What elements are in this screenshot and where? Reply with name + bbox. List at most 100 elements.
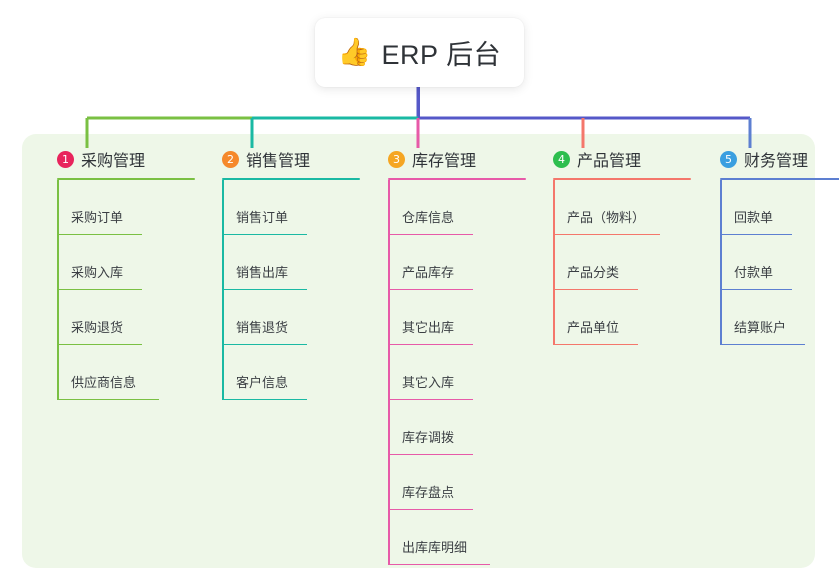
leaf-underline bbox=[222, 343, 307, 345]
branch-number-badge: 3 bbox=[388, 150, 405, 168]
thumbs-up-icon: 👍 bbox=[337, 37, 372, 67]
leaf-stem bbox=[720, 235, 722, 290]
branch-title: 销售管理 bbox=[246, 153, 311, 170]
leaf-label: 产品单位 bbox=[567, 320, 620, 335]
leaf-stem bbox=[57, 180, 59, 235]
branch-number-badge: 4 bbox=[553, 150, 570, 168]
leaf-item[interactable]: 销售退货 bbox=[205, 290, 355, 345]
leaf-label: 销售退货 bbox=[236, 320, 289, 335]
leaf-label: 产品分类 bbox=[567, 265, 620, 280]
leaf-underline bbox=[720, 343, 805, 345]
leaf-underline bbox=[388, 508, 473, 510]
leaf-item[interactable]: 销售出库 bbox=[205, 235, 355, 290]
leaf-underline bbox=[57, 343, 142, 345]
leaf-label: 采购订单 bbox=[71, 210, 124, 225]
root-title: ERP 后台 bbox=[381, 40, 502, 70]
leaf-underline bbox=[222, 288, 307, 290]
leaf-item[interactable]: 仓库信息 bbox=[371, 180, 521, 235]
leaf-label: 结算账户 bbox=[734, 320, 787, 335]
leaf-label: 产品库存 bbox=[402, 265, 455, 280]
leaf-underline bbox=[222, 233, 307, 235]
leaf-label: 库存盘点 bbox=[402, 485, 455, 500]
branch-header-4[interactable]: 4 产品管理 bbox=[536, 146, 686, 172]
leaf-underline bbox=[388, 233, 473, 235]
branch-items: 采购订单采购入库采购退货供应商信息 bbox=[40, 180, 190, 400]
branch-items: 仓库信息产品库存其它出库其它入库库存调拨库存盘点出库库明细 bbox=[371, 180, 521, 565]
leaf-underline bbox=[57, 288, 142, 290]
leaf-item[interactable]: 结算账户 bbox=[703, 290, 839, 345]
leaf-label: 其它出库 bbox=[402, 320, 455, 335]
leaf-stem bbox=[388, 400, 390, 455]
leaf-item[interactable]: 采购入库 bbox=[40, 235, 190, 290]
branch-underline bbox=[388, 178, 526, 180]
leaf-stem bbox=[720, 180, 722, 235]
leaf-item[interactable]: 采购订单 bbox=[40, 180, 190, 235]
branch-column-4: 4 产品管理产品（物料） 产品分类产品单位 bbox=[536, 146, 691, 345]
leaf-label: 付款单 bbox=[734, 265, 774, 280]
leaf-stem bbox=[553, 290, 555, 345]
leaf-item[interactable]: 其它入库 bbox=[371, 345, 521, 400]
leaf-stem bbox=[222, 290, 224, 345]
leaf-stem bbox=[388, 345, 390, 400]
leaf-label: 销售订单 bbox=[236, 210, 289, 225]
branch-title: 产品管理 bbox=[577, 153, 642, 170]
leaf-item[interactable]: 供应商信息 bbox=[40, 345, 190, 400]
root-node[interactable]: 👍 ERP 后台 bbox=[315, 18, 524, 87]
leaf-label: 供应商信息 bbox=[71, 375, 137, 390]
leaf-item[interactable]: 付款单 bbox=[703, 235, 839, 290]
leaf-label: 仓库信息 bbox=[402, 210, 455, 225]
leaf-label: 客户信息 bbox=[236, 375, 289, 390]
leaf-item[interactable]: 产品单位 bbox=[536, 290, 686, 345]
leaf-underline bbox=[388, 453, 473, 455]
branch-title: 财务管理 bbox=[744, 153, 809, 170]
leaf-stem bbox=[57, 235, 59, 290]
diagram-panel bbox=[22, 134, 815, 568]
leaf-label: 库存调拨 bbox=[402, 430, 455, 445]
leaf-item[interactable]: 采购退货 bbox=[40, 290, 190, 345]
branch-number-badge: 5 bbox=[720, 150, 737, 168]
leaf-underline bbox=[553, 233, 660, 235]
leaf-item[interactable]: 回款单 bbox=[703, 180, 839, 235]
leaf-stem bbox=[720, 290, 722, 345]
leaf-item[interactable]: 库存盘点 bbox=[371, 455, 521, 510]
leaf-item[interactable]: 销售订单 bbox=[205, 180, 355, 235]
leaf-underline bbox=[553, 343, 638, 345]
branch-underline bbox=[720, 178, 839, 180]
leaf-stem bbox=[388, 455, 390, 510]
leaf-stem bbox=[222, 345, 224, 400]
leaf-stem bbox=[388, 180, 390, 235]
leaf-underline bbox=[222, 398, 307, 400]
leaf-item[interactable]: 出库库明细 bbox=[371, 510, 521, 565]
branch-items: 产品（物料） 产品分类产品单位 bbox=[536, 180, 686, 345]
leaf-underline bbox=[553, 288, 638, 290]
branch-underline bbox=[57, 178, 195, 180]
leaf-item[interactable]: 库存调拨 bbox=[371, 400, 521, 455]
leaf-label: 产品（物料） bbox=[567, 210, 646, 225]
leaf-label: 采购退货 bbox=[71, 320, 124, 335]
leaf-item[interactable]: 产品（物料） bbox=[536, 180, 686, 235]
branch-items: 销售订单销售出库销售退货客户信息 bbox=[205, 180, 355, 400]
leaf-underline bbox=[388, 343, 473, 345]
leaf-underline bbox=[388, 563, 490, 565]
leaf-stem bbox=[222, 235, 224, 290]
branch-header-5[interactable]: 5 财务管理 bbox=[703, 146, 839, 172]
leaf-item[interactable]: 产品分类 bbox=[536, 235, 686, 290]
leaf-item[interactable]: 客户信息 bbox=[205, 345, 355, 400]
leaf-stem bbox=[388, 235, 390, 290]
leaf-label: 采购入库 bbox=[71, 265, 124, 280]
leaf-item[interactable]: 其它出库 bbox=[371, 290, 521, 345]
leaf-stem bbox=[553, 180, 555, 235]
leaf-label: 销售出库 bbox=[236, 265, 289, 280]
branch-number-badge: 1 bbox=[57, 150, 74, 168]
leaf-underline bbox=[57, 233, 142, 235]
leaf-item[interactable]: 产品库存 bbox=[371, 235, 521, 290]
leaf-underline bbox=[388, 398, 473, 400]
branch-items: 回款单付款单结算账户 bbox=[703, 180, 839, 345]
branch-column-5: 5 财务管理回款单付款单结算账户 bbox=[703, 146, 839, 345]
leaf-underline bbox=[720, 288, 792, 290]
leaf-underline bbox=[388, 288, 473, 290]
